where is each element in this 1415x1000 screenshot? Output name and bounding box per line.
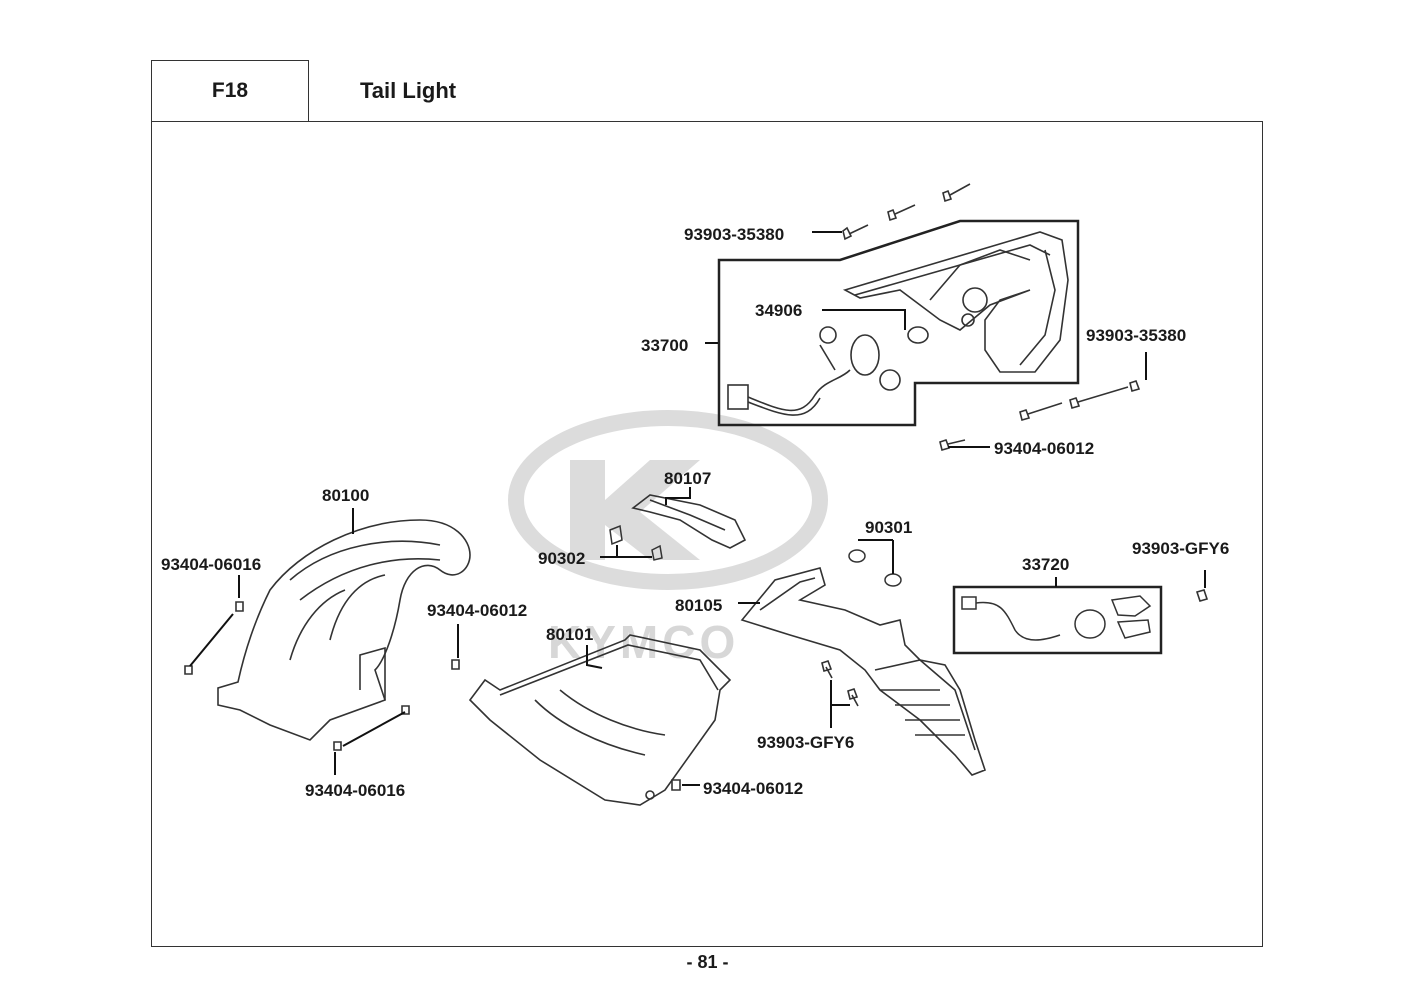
callout-80105: 80105 bbox=[675, 596, 722, 615]
callout-34906: 34906 bbox=[755, 301, 802, 320]
callout-93404-06012-center: 93404-06012 bbox=[427, 601, 527, 620]
callout-93903-35380-right: 93903-35380 bbox=[1086, 326, 1186, 345]
callout-33700: 33700 bbox=[641, 336, 688, 355]
watermark-brand-text: KYMCO bbox=[548, 616, 739, 668]
rear-fender bbox=[217, 519, 471, 741]
callout-80101: 80101 bbox=[546, 625, 593, 644]
tail-light-assembly-box bbox=[717, 219, 1080, 427]
callout-90302: 90302 bbox=[538, 549, 585, 568]
page-number: - 81 - bbox=[686, 952, 729, 972]
inner-fender-panel bbox=[468, 634, 732, 806]
diagram-frame bbox=[151, 121, 1263, 947]
callout-33720: 33720 bbox=[1022, 555, 1069, 574]
callout-labels: 93903-35380 34906 33700 93903-35380 9340… bbox=[161, 225, 1229, 800]
callout-93404-06016-bottom: 93404-06016 bbox=[305, 781, 405, 800]
leader-lines bbox=[189, 231, 1206, 786]
license-light-assembly-box bbox=[952, 585, 1163, 655]
page-title: Tail Light bbox=[360, 78, 457, 103]
callout-93903-gfy6-right: 93903-GFY6 bbox=[1132, 539, 1229, 558]
clip-nuts bbox=[609, 524, 663, 561]
bulb-socket-harness bbox=[727, 326, 929, 416]
callout-93903-35380-top: 93903-35380 bbox=[684, 225, 784, 244]
callout-93404-06016-left: 93404-06016 bbox=[161, 555, 261, 574]
kymco-watermark-logo: KYMCO bbox=[508, 410, 828, 668]
section-code: F18 bbox=[151, 60, 309, 121]
license-light-unit bbox=[961, 595, 1152, 641]
callout-93903-gfy6-bottom: 93903-GFY6 bbox=[757, 733, 854, 752]
callout-80107: 80107 bbox=[664, 469, 711, 488]
callout-93404-06012-right: 93404-06012 bbox=[994, 439, 1094, 458]
callout-93404-06012-bottom: 93404-06012 bbox=[703, 779, 803, 798]
callout-80100: 80100 bbox=[322, 486, 369, 505]
screws-and-bolts bbox=[184, 183, 1209, 791]
mounting-bracket bbox=[631, 494, 747, 549]
license-plate-holder bbox=[740, 567, 987, 776]
tail-light-housing bbox=[842, 231, 1069, 373]
callout-90301: 90301 bbox=[865, 518, 912, 537]
